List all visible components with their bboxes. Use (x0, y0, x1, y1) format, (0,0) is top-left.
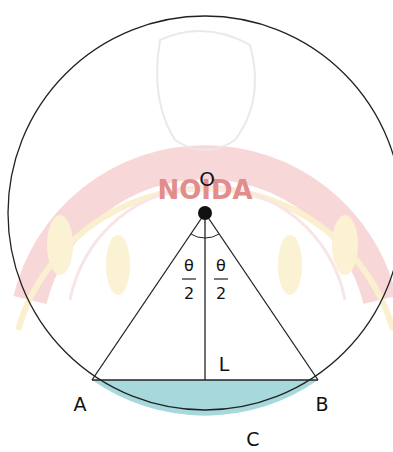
point-label: C (246, 430, 259, 449)
radius-line (205, 213, 318, 380)
fraction-bar (182, 278, 196, 279)
watermark-petal (106, 235, 130, 295)
angle-arc (205, 234, 219, 238)
watermark-petal (332, 215, 358, 275)
point-label: L (219, 355, 230, 374)
centre-point (198, 206, 212, 220)
watermark-petal (278, 235, 302, 295)
angle-symbol: θ (216, 258, 226, 274)
point-label: B (315, 395, 328, 414)
point-label: O (199, 169, 215, 189)
fraction-bar (214, 278, 228, 279)
circle-outline (8, 16, 393, 410)
chord-line (92, 379, 318, 380)
fraction-denominator: 2 (184, 286, 194, 302)
fraction-denominator: 2 (216, 286, 226, 302)
radius-line (92, 213, 205, 380)
point-label: A (74, 395, 87, 414)
watermark-band (70, 186, 345, 300)
watermark-petal (47, 215, 73, 275)
watermark-portrait (157, 31, 255, 150)
angle-symbol: θ (184, 258, 194, 274)
angle-arc (191, 234, 205, 238)
